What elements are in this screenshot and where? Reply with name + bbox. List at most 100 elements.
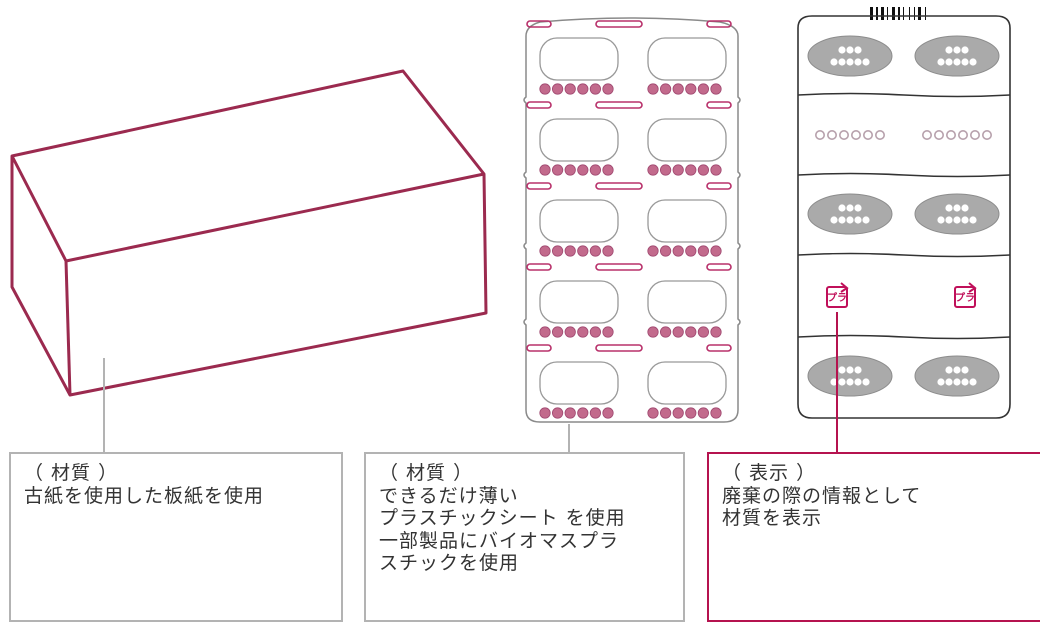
pill-dot — [602, 164, 614, 176]
recycle-mark-icon: プラ — [954, 282, 977, 308]
tablet-dot — [854, 58, 862, 66]
tray-divider — [797, 172, 1011, 178]
tablet-dot — [961, 366, 969, 374]
tablet-dot — [969, 216, 977, 224]
paper-carton-icon — [10, 69, 488, 397]
pill-dot — [539, 245, 551, 257]
pill-dot — [589, 326, 602, 338]
pill-dot — [659, 164, 672, 176]
callout-text: 廃棄の際の情報として — [722, 484, 922, 507]
pill-dot — [710, 164, 722, 176]
pill-dot — [647, 407, 659, 419]
perforation-slot — [706, 263, 732, 271]
perforation-slot — [706, 344, 732, 352]
pill-dot — [710, 407, 722, 419]
pill-dot — [685, 407, 697, 419]
perforation-slot — [526, 182, 552, 190]
blister-pocket — [647, 280, 727, 324]
pill-dot — [697, 326, 710, 338]
tablet-cavity — [807, 355, 893, 397]
tablet-cavity — [914, 355, 1000, 397]
tray-dot — [969, 130, 980, 141]
pill-dot — [659, 245, 672, 257]
pill-dot — [539, 407, 551, 419]
label-callout: （ 表示 ） 廃棄の際の情報として 材質を表示 — [707, 452, 1040, 622]
tray-dot — [814, 130, 825, 141]
tray-dot — [862, 130, 873, 141]
pill-dot — [577, 164, 589, 176]
tablet-dot — [945, 58, 953, 66]
tray-divider — [797, 334, 1011, 340]
pill-dot — [672, 326, 684, 338]
pill-dot — [697, 245, 710, 257]
callout-text: スチックを使用 — [379, 552, 520, 574]
tablet-dot — [953, 378, 961, 386]
pill-dot — [539, 83, 551, 95]
tray-dot — [945, 130, 956, 141]
pill-dot — [647, 326, 659, 338]
pill-dot — [685, 164, 697, 176]
tablet-dot — [969, 378, 977, 386]
recycle-mark-icon: プラ — [826, 282, 849, 308]
pill-dot — [589, 83, 602, 95]
tablet-dot — [969, 58, 977, 66]
tray-dot — [850, 130, 861, 141]
tablet-dot — [838, 216, 846, 224]
pill-dot — [672, 407, 684, 419]
callout-heading: （ 表示 ） — [722, 462, 817, 484]
recycle-mark-label: プラ — [827, 291, 847, 304]
pill-dot — [647, 83, 659, 95]
pill-dot — [539, 326, 551, 338]
pill-dot — [589, 245, 602, 257]
tablet-dot — [830, 58, 838, 66]
tablet-dot — [961, 204, 969, 212]
recycle-mark-label: プラ — [955, 291, 975, 304]
pill-dot — [551, 326, 564, 338]
tablet-dot — [854, 366, 862, 374]
tray-dot — [981, 130, 992, 141]
tablet-dot — [830, 216, 838, 224]
tablet-dot — [945, 378, 953, 386]
pill-tray-icon: プラ プラ — [797, 7, 1011, 419]
pill-dot — [564, 245, 576, 257]
perforation-slot — [526, 20, 552, 28]
pill-dot — [710, 326, 722, 338]
tablet-dot — [846, 378, 854, 386]
tray-dot — [933, 130, 944, 141]
perforation-slot — [706, 20, 732, 28]
blister-pocket — [539, 361, 619, 405]
pill-dot — [697, 164, 710, 176]
callout-text: 古紙を使用した板紙を使用 — [24, 484, 265, 507]
tablet-cavity — [807, 193, 893, 235]
blister-pocket — [647, 37, 727, 81]
pill-dot — [685, 83, 697, 95]
blister-pocket — [647, 199, 727, 243]
tray-divider — [797, 252, 1011, 258]
blister-pocket — [539, 199, 619, 243]
tray-dot — [921, 130, 932, 141]
pill-dot — [602, 407, 614, 419]
tablet-dot — [838, 46, 846, 54]
tablet-dot — [830, 378, 838, 386]
material-callout-plastic: （ 材質 ） できるだけ薄い プラスチックシート を使用 一部製品にバイオマスプ… — [364, 452, 685, 622]
tablet-dot — [838, 378, 846, 386]
pill-dot — [697, 83, 710, 95]
blister-pocket — [539, 118, 619, 162]
tablet-cavity — [807, 35, 893, 77]
tablet-dot — [961, 216, 969, 224]
tablet-dot — [945, 46, 953, 54]
pill-dot — [672, 245, 684, 257]
tablet-dot — [945, 366, 953, 374]
pill-dot — [577, 245, 589, 257]
tablet-dot — [945, 216, 953, 224]
blister-pocket — [539, 280, 619, 324]
tablet-dot — [838, 58, 846, 66]
pill-dot — [551, 245, 564, 257]
perforation-slot — [595, 101, 643, 109]
tablet-dot — [846, 204, 854, 212]
pill-dot — [647, 245, 659, 257]
tablet-dot — [846, 58, 854, 66]
pill-dot — [577, 326, 589, 338]
material-callout-paper: （ 材質 ） 古紙を使用した板紙を使用 — [9, 452, 343, 622]
tablet-dot — [961, 46, 969, 54]
